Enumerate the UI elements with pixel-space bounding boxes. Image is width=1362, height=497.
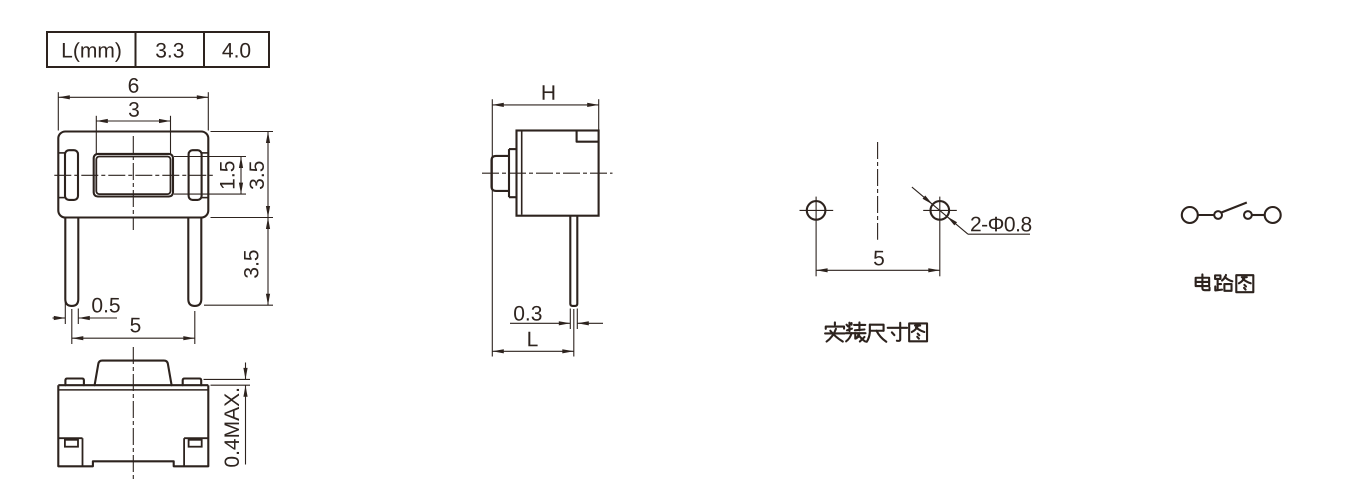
svg-text:3.3: 3.3 <box>155 39 184 62</box>
svg-text:L: L <box>527 328 539 351</box>
svg-text:H: H <box>541 82 556 105</box>
svg-text:L(mm): L(mm) <box>61 39 122 62</box>
svg-text:0.3: 0.3 <box>513 302 542 325</box>
svg-text:3.5: 3.5 <box>241 249 264 278</box>
svg-text:3.5: 3.5 <box>246 161 269 190</box>
svg-text:5: 5 <box>873 247 885 270</box>
svg-text:6: 6 <box>128 75 140 98</box>
svg-text:4.0: 4.0 <box>222 39 251 62</box>
svg-text:0.4MAX.: 0.4MAX. <box>221 387 244 468</box>
svg-text:2-Φ0.8: 2-Φ0.8 <box>970 213 1032 236</box>
svg-text:1.5: 1.5 <box>217 161 240 190</box>
svg-text:5: 5 <box>130 314 142 337</box>
svg-text:0.5: 0.5 <box>91 294 120 317</box>
svg-text:3: 3 <box>128 99 140 122</box>
